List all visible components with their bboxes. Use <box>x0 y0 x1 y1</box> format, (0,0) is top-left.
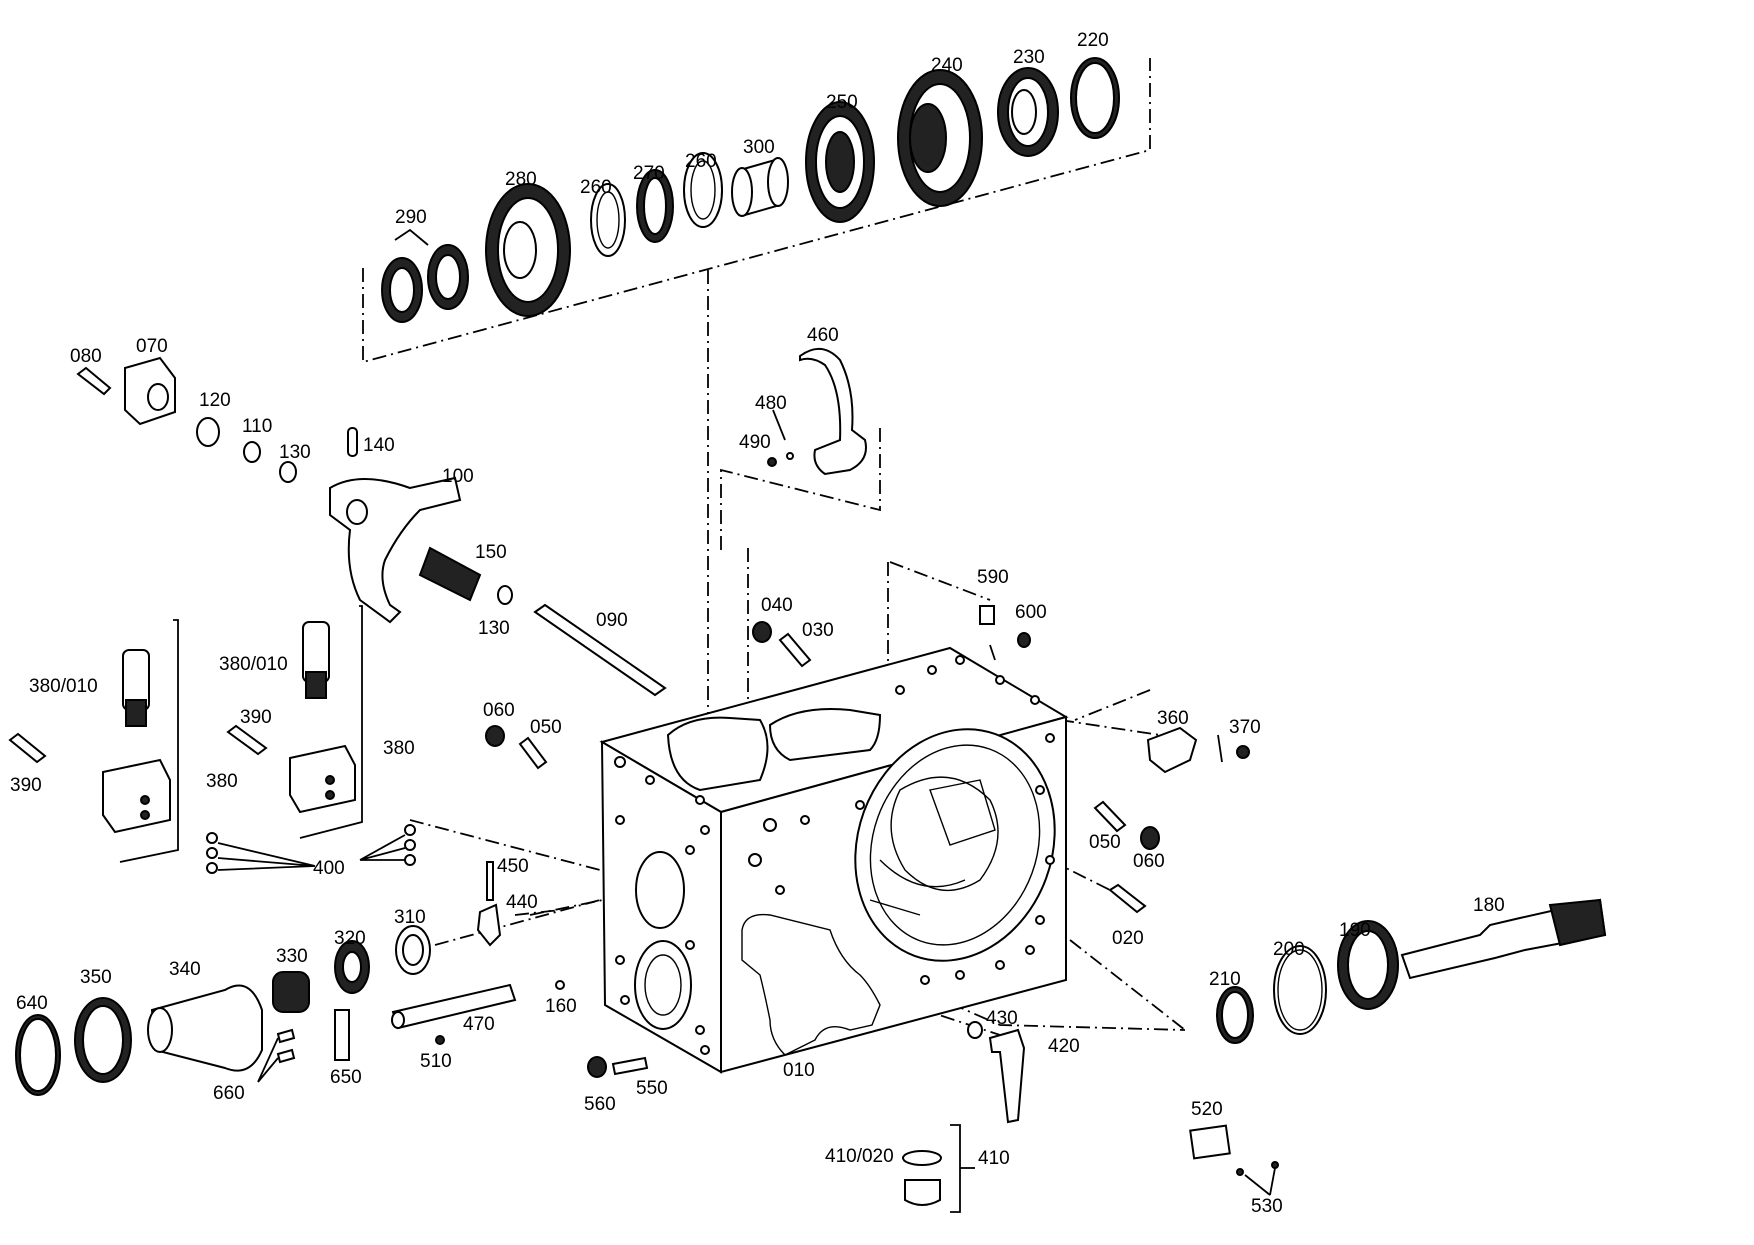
label-380-right: 380 <box>383 738 415 759</box>
leader-lines <box>772 409 1223 763</box>
label-090: 090 <box>596 610 628 631</box>
label-380-left: 380 <box>206 771 238 792</box>
label-480: 480 <box>755 393 787 414</box>
label-660: 660 <box>213 1083 245 1104</box>
label-380-010-right: 380/010 <box>219 654 288 675</box>
label-080: 080 <box>70 346 102 367</box>
label-650: 650 <box>330 1067 362 1088</box>
label-450: 450 <box>497 856 529 877</box>
assembly-lines <box>362 58 1186 1036</box>
part-230 <box>997 67 1059 157</box>
label-640: 640 <box>16 993 48 1014</box>
label-390-right: 390 <box>240 707 272 728</box>
label-020: 020 <box>1112 928 1144 949</box>
label-530: 530 <box>1251 1196 1283 1217</box>
label-050-right: 050 <box>1089 832 1121 853</box>
label-220: 220 <box>1077 30 1109 51</box>
label-180: 180 <box>1473 895 1505 916</box>
label-320: 320 <box>334 928 366 949</box>
label-370: 370 <box>1229 717 1261 738</box>
label-010: 010 <box>783 1060 815 1081</box>
label-490: 490 <box>739 432 771 453</box>
part-labels: 010 020 030 040 050 050 060 060 070 080 … <box>10 30 1505 1217</box>
label-420: 420 <box>1048 1036 1080 1057</box>
label-400: 400 <box>313 858 345 879</box>
label-100: 100 <box>442 466 474 487</box>
right-side-parts <box>587 348 1607 1213</box>
label-550: 550 <box>636 1078 668 1099</box>
lower-left-assembly <box>15 861 565 1096</box>
label-120: 120 <box>199 390 231 411</box>
housing-010 <box>599 646 1069 1074</box>
label-350: 350 <box>80 967 112 988</box>
label-240: 240 <box>931 55 963 76</box>
label-560: 560 <box>584 1094 616 1115</box>
label-050-left: 050 <box>530 717 562 738</box>
label-600: 600 <box>1015 602 1047 623</box>
part-280 <box>485 183 571 317</box>
part-300 <box>731 157 789 217</box>
label-230: 230 <box>1013 47 1045 68</box>
label-200: 200 <box>1273 939 1305 960</box>
label-150: 150 <box>475 542 507 563</box>
label-410-020: 410/020 <box>825 1146 894 1167</box>
label-290: 290 <box>395 207 427 228</box>
label-410: 410 <box>978 1148 1010 1169</box>
label-140: 140 <box>363 435 395 456</box>
label-040: 040 <box>761 595 793 616</box>
part-250 <box>805 101 875 223</box>
label-060-right: 060 <box>1133 851 1165 872</box>
label-210: 210 <box>1209 969 1241 990</box>
label-460: 460 <box>807 325 839 346</box>
label-260-b: 260 <box>685 151 717 172</box>
label-510: 510 <box>420 1051 452 1072</box>
label-110: 110 <box>242 416 272 437</box>
label-430: 430 <box>986 1008 1018 1029</box>
label-130-bottom: 130 <box>478 618 510 639</box>
label-470: 470 <box>463 1014 495 1035</box>
label-190: 190 <box>1339 920 1371 941</box>
label-260-a: 260 <box>580 177 612 198</box>
label-300: 300 <box>743 137 775 158</box>
valve-blocks <box>8 605 416 874</box>
part-240 <box>897 69 983 207</box>
label-330: 330 <box>276 946 308 967</box>
label-440: 440 <box>506 892 538 913</box>
label-030: 030 <box>802 620 834 641</box>
label-380-010-left: 380/010 <box>29 676 98 697</box>
part-290 <box>381 244 469 323</box>
label-390-left: 390 <box>10 775 42 796</box>
label-060-left: 060 <box>483 700 515 721</box>
label-280: 280 <box>505 169 537 190</box>
label-070: 070 <box>136 336 168 357</box>
label-270: 270 <box>633 163 665 184</box>
label-310: 310 <box>394 907 426 928</box>
label-340: 340 <box>169 959 201 980</box>
label-590: 590 <box>977 567 1009 588</box>
label-130-top: 130 <box>279 442 311 463</box>
shift-components <box>76 356 812 770</box>
label-250: 250 <box>826 92 858 113</box>
shaft-stack <box>381 57 1120 323</box>
label-520: 520 <box>1191 1099 1223 1120</box>
label-160: 160 <box>545 996 577 1017</box>
label-360: 360 <box>1157 708 1189 729</box>
